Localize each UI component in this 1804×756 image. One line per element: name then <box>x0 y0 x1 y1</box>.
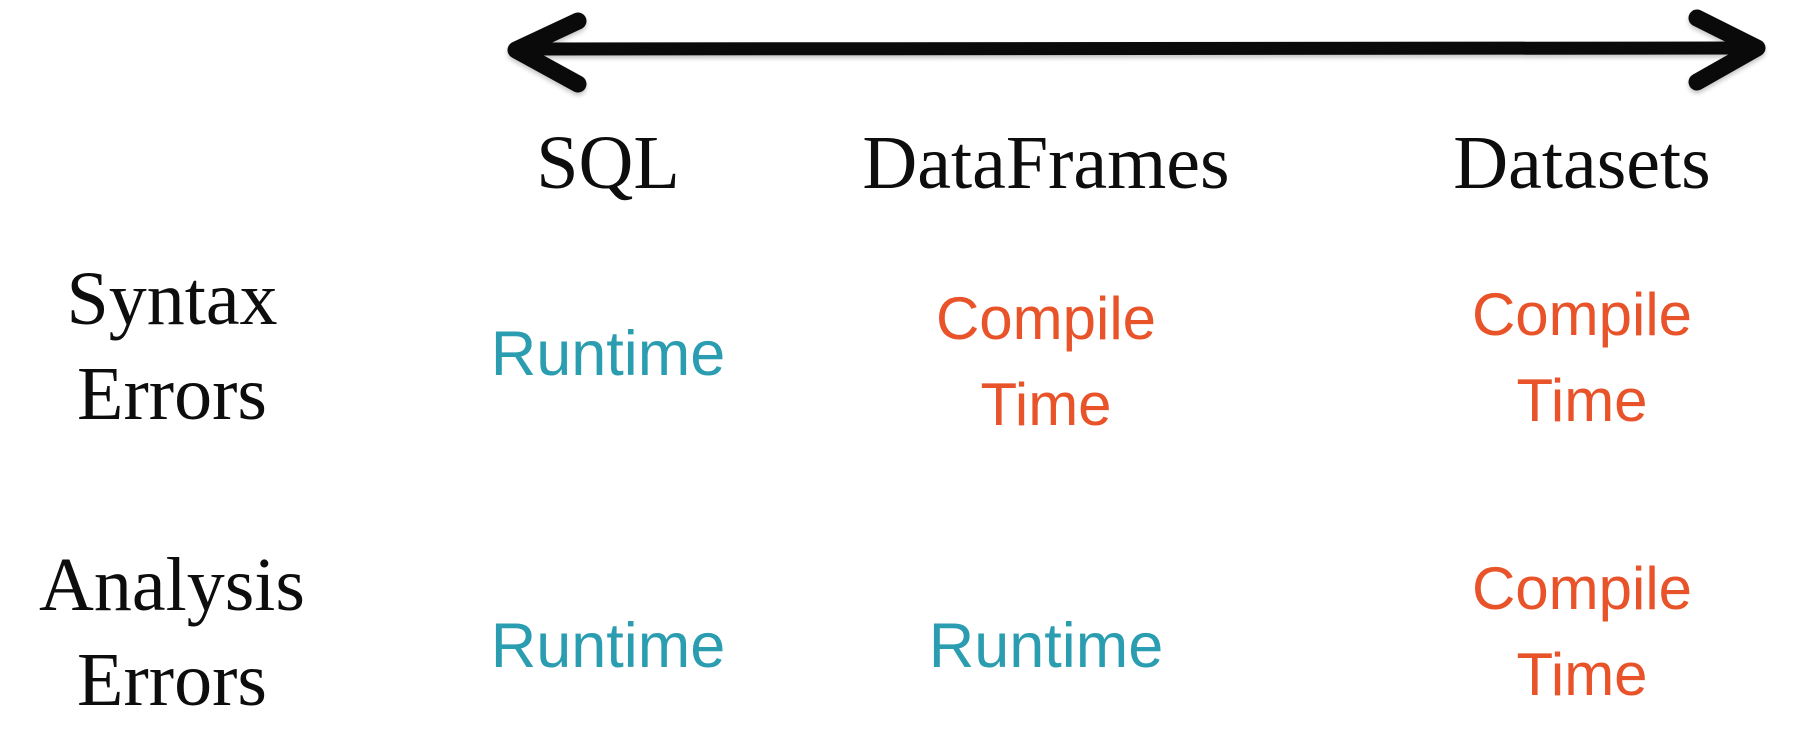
cell-analysis-sql: Runtime <box>348 610 868 682</box>
row-label-line: Errors <box>77 638 267 722</box>
double-arrow-icon <box>507 9 1766 93</box>
cell-syntax-sql: Runtime <box>348 318 868 390</box>
cell-line: Time <box>1516 367 1648 434</box>
row-label-line: Syntax <box>66 257 278 341</box>
cell-line: Runtime <box>490 611 726 681</box>
cell-analysis-datasets: Compile Time <box>1322 546 1804 718</box>
cell-line: Compile <box>1471 555 1693 622</box>
cell-analysis-dataframes: Runtime <box>786 610 1306 682</box>
cell-line: Time <box>1516 641 1648 708</box>
column-header-sql: SQL <box>536 121 680 205</box>
row-label-syntax-errors: Syntax Errors <box>0 252 352 442</box>
cell-line: Runtime <box>928 611 1164 681</box>
row-label-line: Analysis <box>39 543 305 627</box>
cell-syntax-datasets: Compile Time <box>1322 272 1804 444</box>
row-label-analysis-errors: Analysis Errors <box>0 538 352 728</box>
cell-line: Compile <box>1471 281 1693 348</box>
cell-line: Time <box>980 371 1112 438</box>
column-header-datasets: Datasets <box>1453 121 1711 205</box>
cell-syntax-dataframes: Compile Time <box>786 276 1306 448</box>
column-header-dataframes: DataFrames <box>862 121 1230 205</box>
cell-line: Compile <box>935 285 1157 352</box>
cell-line: Runtime <box>490 319 726 389</box>
row-label-line: Errors <box>77 352 267 436</box>
